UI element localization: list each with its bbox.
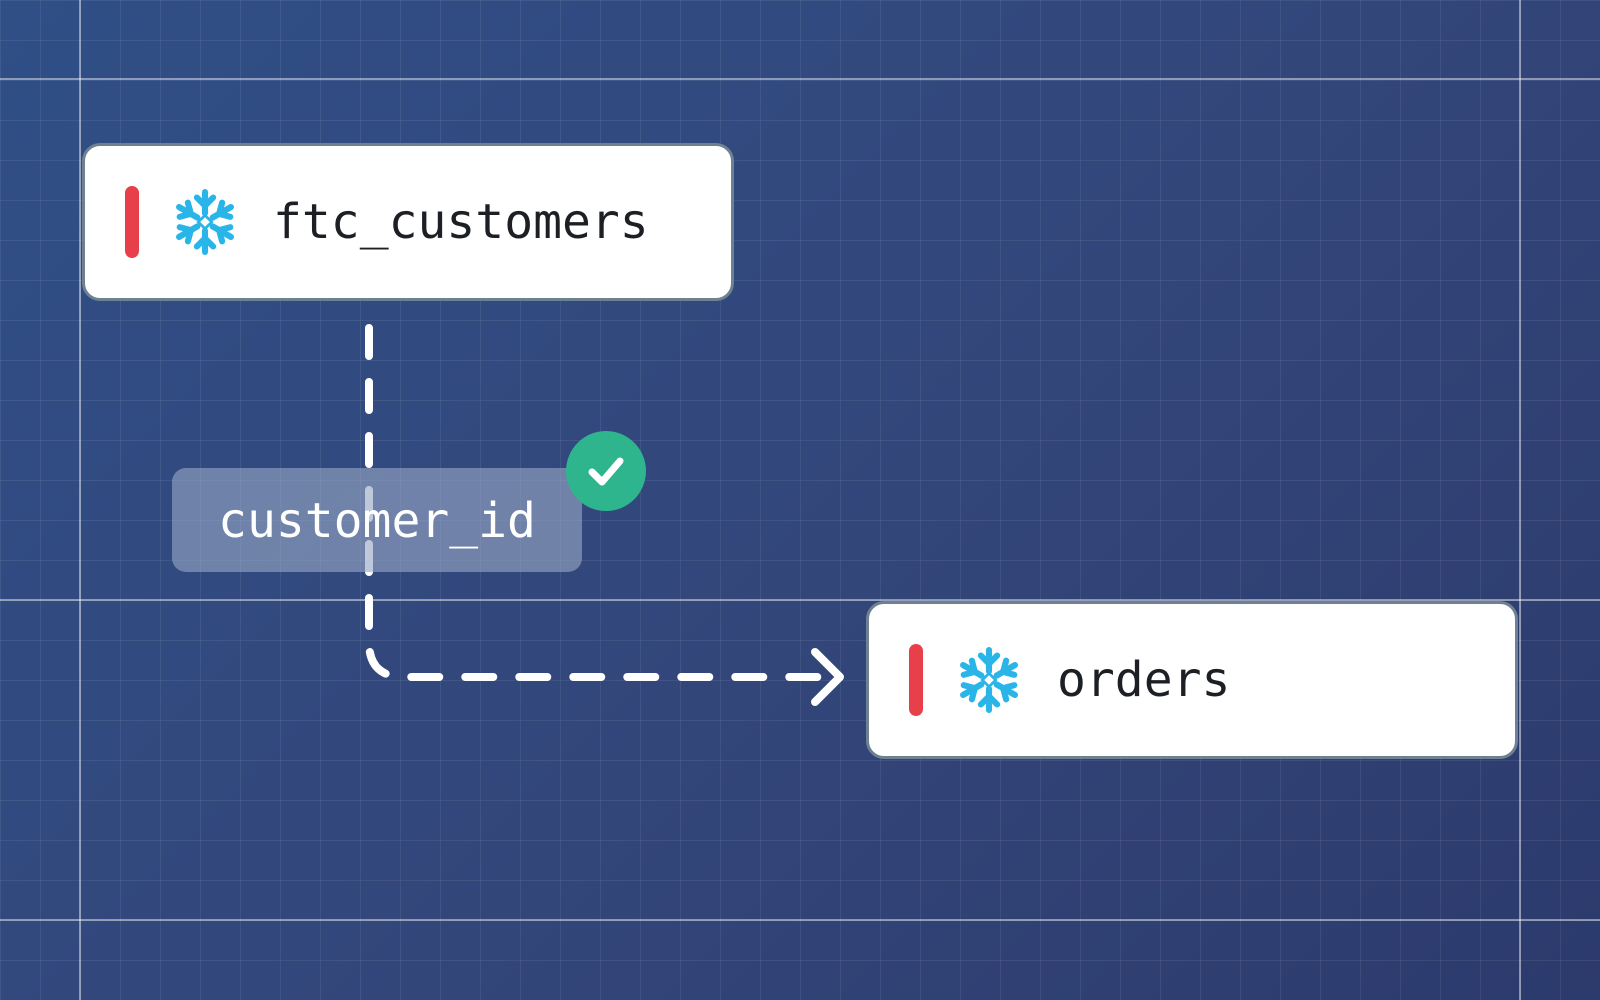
guide-line-middle (0, 599, 1600, 601)
edge-connector[interactable] (365, 324, 826, 681)
status-indicator (909, 644, 923, 716)
node-ftc-customers[interactable]: ftc_customers (82, 143, 734, 301)
node-label: orders (1057, 652, 1231, 708)
guide-line-bottom (0, 919, 1600, 921)
check-circle-icon (566, 431, 646, 511)
join-key-label: customer_id (218, 493, 536, 549)
checkmark-icon (588, 457, 624, 486)
status-indicator (125, 186, 139, 258)
join-key-chip[interactable]: customer_id (172, 468, 582, 572)
snowflake-icon (176, 189, 234, 255)
arrowhead-icon (811, 648, 844, 706)
snowflake-icon (960, 647, 1018, 713)
node-orders[interactable]: orders (866, 601, 1518, 759)
guide-line-top (0, 78, 1600, 80)
node-label: ftc_customers (273, 194, 649, 250)
guide-line-left (79, 0, 81, 1000)
guide-line-right (1519, 0, 1521, 1000)
